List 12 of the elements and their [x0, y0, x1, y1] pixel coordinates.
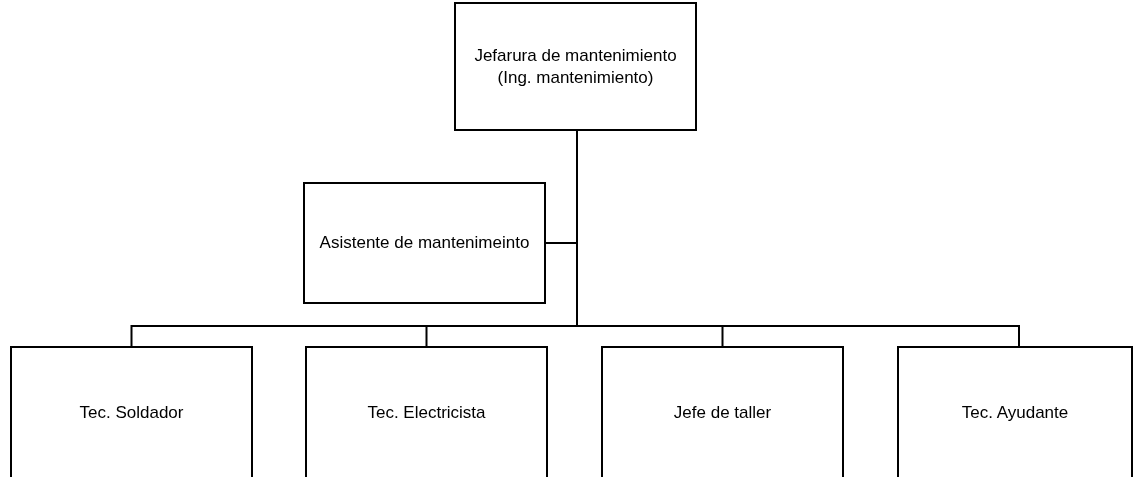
org-box [454, 2, 697, 131]
position-title: Asistente de mantenimeinto [319, 232, 530, 254]
org-box [303, 182, 546, 304]
position-title: Tec. Electricista [367, 401, 486, 424]
org-box [10, 346, 253, 477]
position-title: Tec. Ayudante [961, 401, 1069, 424]
position-title: Tec. Soldador [79, 401, 184, 424]
org-box [305, 346, 548, 477]
org-box [601, 346, 844, 477]
position-title: Jefarura de mantenimiento (Ing. mantenimiento) [473, 45, 678, 88]
position-title: Jefe de taller [673, 401, 772, 424]
org-box [897, 346, 1133, 477]
